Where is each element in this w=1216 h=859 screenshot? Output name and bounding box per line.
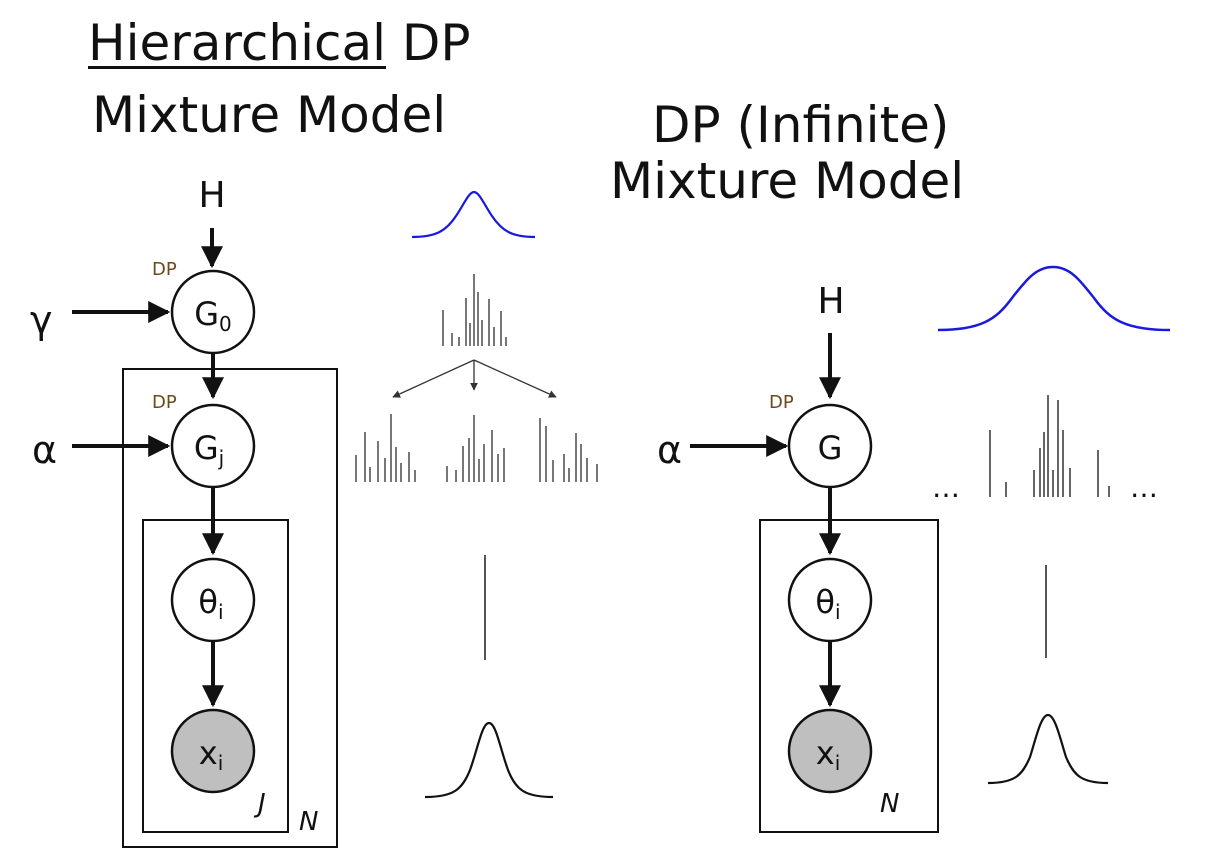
dp-title-line2: Mixture Model [610,152,965,210]
hdp-plate-label-n: N [299,807,318,837]
hdp-base-measure-curve [411,190,536,239]
hdp-input-alpha: α [32,428,57,472]
hdp-node-x-observed [170,708,256,794]
hdp-node-theta [170,557,256,643]
hdp-graphical-model: J N H DP G0 γ DP Gj α θi xi [30,175,338,848]
dp-input-alpha: α [657,428,682,472]
hdp-node-gj-label: Gj [194,429,224,470]
dp-node-g [787,403,873,489]
dp-node-theta-label: θi [815,583,840,624]
dp-base-measure-curve [937,265,1171,332]
hdp-input-gamma: γ [30,298,53,342]
dp-base-measure-h: H [817,281,844,322]
dp-g-sticks [989,395,1110,497]
hdp-branch-arrows [392,359,557,398]
dp-node-x-observed [787,708,873,794]
dp-plate [759,519,939,833]
hdp-dp-label-mid: DP [152,392,177,413]
dp-node-g-label: G [818,429,843,467]
dp-ellipsis-right: … [1130,471,1158,504]
hdp-gj-sticks [355,414,598,482]
dp-dp-label: DP [769,392,794,413]
dp-likelihood-curve [987,713,1109,785]
hdp-node-theta-label: θi [198,583,223,624]
dp-node-theta [787,557,873,643]
hdp-title-line1: Hierarchical DP [88,14,471,72]
hdp-g0-sticks [442,274,507,346]
dp-illustrations: … … [932,265,1171,785]
hdp-illustrations [355,190,598,799]
dp-ellipsis-left: … [932,471,960,504]
hdp-inner-plate [142,519,289,833]
dp-node-x-label: xi [816,734,841,775]
dp-title-line1: DP (Infinite) [652,96,950,154]
hdp-outer-plate [122,368,338,848]
hdp-node-g0-label: G0 [194,295,232,336]
hdp-dp-label-top: DP [152,259,177,280]
hdp-title-line2: Mixture Model [92,86,447,144]
hdp-base-measure-h: H [198,175,225,216]
dp-plate-label-n: N [880,789,899,819]
hdp-node-gj [170,403,256,489]
hdp-plate-label-j: J [253,789,266,819]
hdp-node-x-label: xi [199,734,224,775]
hdp-title-underlined: Hierarchical [88,14,386,72]
hdp-title-rest: DP [386,14,471,72]
dp-graphical-model: N H DP G α θi xi [657,281,939,833]
hdp-likelihood-curve [424,721,554,799]
